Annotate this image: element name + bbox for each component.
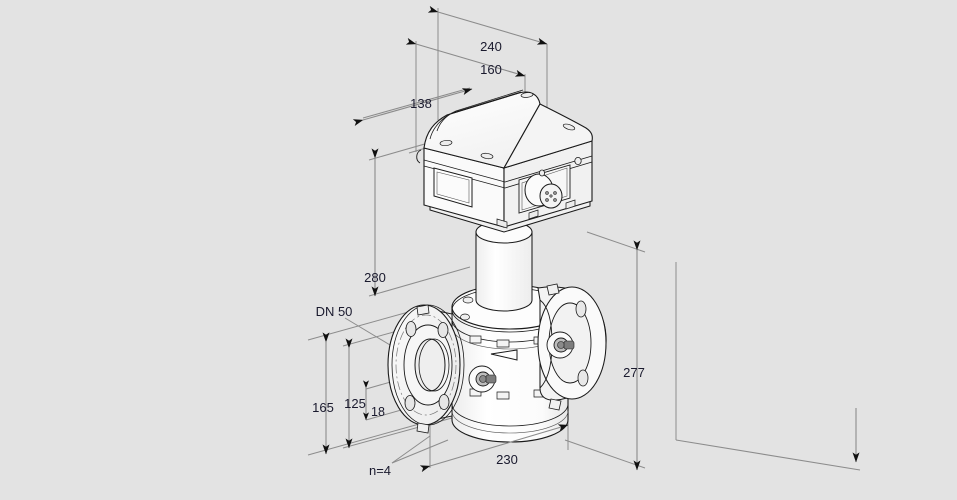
dim-label-277: 277 xyxy=(623,365,645,380)
sight-window[interactable] xyxy=(433,167,473,208)
dim-label-280: 280 xyxy=(364,270,386,285)
inlet-flange xyxy=(387,304,497,434)
dim-label-230: 230 xyxy=(496,452,518,467)
dim-label-18: 18 xyxy=(371,405,385,419)
side-plug-left xyxy=(468,365,497,393)
round-dial[interactable] xyxy=(524,173,563,209)
flow-arrow-icon xyxy=(490,349,518,361)
body-lugs xyxy=(469,335,546,400)
label-dn50: DN 50 xyxy=(316,304,353,319)
dim-label-138: 138 xyxy=(410,96,432,111)
dimension-lines xyxy=(322,5,861,473)
actuator-housing xyxy=(416,89,593,233)
dim-label-125: 125 xyxy=(344,396,366,411)
label-n4: n=4 xyxy=(369,463,391,478)
hood-pads xyxy=(439,92,576,160)
outlet-flange xyxy=(537,283,607,411)
dimension-labels: 240 160 138 280 277 230 165 125 18 DN 50… xyxy=(312,39,645,478)
gland-bosses xyxy=(496,199,576,229)
stem-column xyxy=(475,220,533,312)
dim-label-160: 160 xyxy=(480,62,502,77)
side-plug-right xyxy=(546,331,575,359)
flange-bolt-holes xyxy=(404,321,450,411)
dim-label-165: 165 xyxy=(312,400,334,415)
indicator-holes xyxy=(539,156,582,177)
dim-label-240: 240 xyxy=(480,39,502,54)
